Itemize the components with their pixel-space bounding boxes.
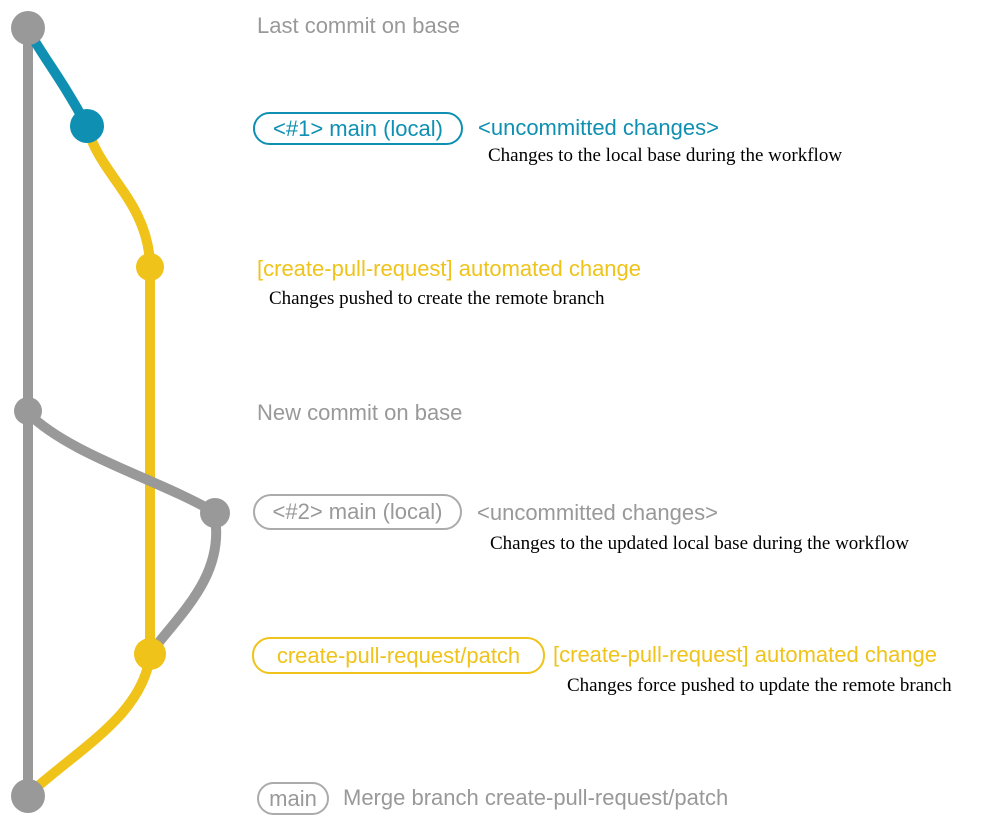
uncommitted-changes-2-description: Changes to the updated local base during… <box>490 533 909 554</box>
commit-dot-local-main-1 <box>70 109 104 143</box>
automated-change-2-description: Changes force pushed to update the remot… <box>567 675 952 696</box>
uncommitted-changes-1-description: Changes to the local base during the wor… <box>488 145 843 166</box>
commit-dot-automated-change-1 <box>136 253 164 281</box>
uncommitted-changes-1-label: <uncommitted changes> <box>478 115 719 140</box>
automated-change-2-label: [create-pull-request] automated change <box>553 642 938 667</box>
branch-badge-main-local-1-label: <#1> main (local) <box>273 115 443 141</box>
last-commit-label: Last commit on base <box>257 13 460 38</box>
automated-change-1-label: [create-pull-request] automated change <box>257 256 642 281</box>
branch-badge-main: main <box>257 782 329 815</box>
branch-badge-patch: create-pull-request/patch <box>252 637 545 674</box>
force-push-curve <box>147 512 222 656</box>
patch-branch-create-curve <box>82 122 155 272</box>
uncommitted-changes-2-label: <uncommitted changes> <box>477 500 718 525</box>
commit-dot-merge <box>11 779 45 813</box>
branch-badge-main-local-2-label: <#2> main (local) <box>272 499 443 524</box>
branch-badge-patch-label: create-pull-request/patch <box>276 642 521 668</box>
new-commit-label: New commit on base <box>257 400 463 425</box>
commit-dot-new-base <box>14 397 42 425</box>
commit-dot-local-main-2 <box>200 498 230 528</box>
branch-badge-main-local-2: <#2> main (local) <box>253 494 462 530</box>
automated-change-1-description: Changes pushed to create the remote bran… <box>269 288 605 309</box>
merge-commit-label: Merge branch create-pull-request/patch <box>343 785 729 810</box>
branch-badge-main-label: main <box>269 785 317 811</box>
commit-dot-last-base <box>11 11 45 45</box>
commit-dot-automated-change-2 <box>134 638 166 670</box>
merge-to-base-curve <box>24 651 155 799</box>
local-main-2-curve <box>23 408 219 517</box>
branch-badge-main-local-1: <#1> main (local) <box>253 112 463 145</box>
